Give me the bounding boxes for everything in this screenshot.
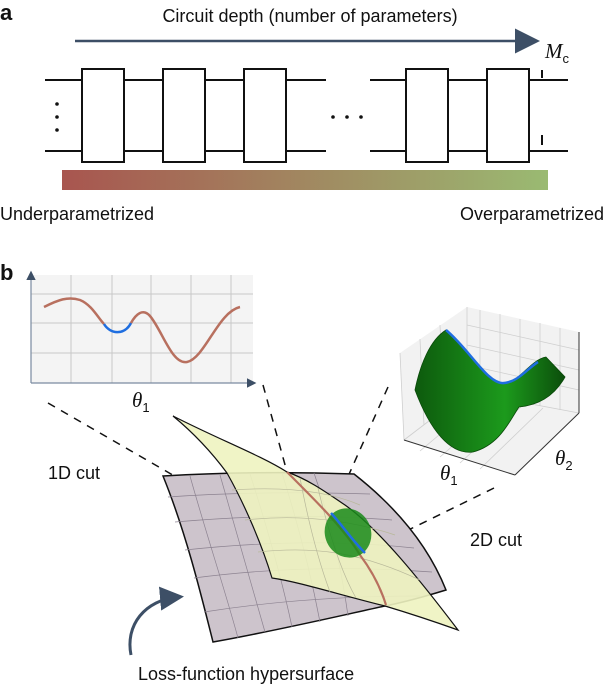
panel-label-b: b bbox=[0, 260, 13, 285]
gate-block bbox=[486, 68, 530, 163]
panel-a: a Circuit depth (number of parameters) M… bbox=[0, 0, 604, 224]
loss-curve bbox=[43, 297, 105, 325]
surface-label: Loss-function hypersurface bbox=[138, 664, 354, 684]
mc-label: Mc bbox=[544, 39, 570, 66]
gate-block bbox=[81, 68, 125, 163]
parametrization-gradient-bar bbox=[62, 170, 548, 190]
overparametrized-label: Overparametrized bbox=[460, 204, 604, 224]
plot-1d-cut: θ1 bbox=[26, 270, 257, 415]
theta1-3d-label: θ1 bbox=[440, 461, 458, 488]
minimum-highlight bbox=[330, 512, 366, 554]
gate-block bbox=[243, 68, 287, 163]
theta1-axis-label: θ1 bbox=[132, 388, 150, 415]
2d-cut-label: 2D cut bbox=[470, 530, 522, 550]
quantum-circuit bbox=[45, 68, 568, 163]
plot-2d-cut: θ1 θ2 bbox=[399, 307, 580, 488]
panel-label-a: a bbox=[0, 0, 13, 25]
circuit-depth-title: Circuit depth (number of parameters) bbox=[162, 6, 457, 26]
panel-b: b θ1 bbox=[0, 260, 580, 684]
1d-cut-label: 1D cut bbox=[48, 463, 100, 483]
loss-curve bbox=[129, 305, 241, 364]
curved-arrow-icon bbox=[128, 586, 184, 656]
underparametrized-label: Underparametrized bbox=[0, 204, 154, 224]
gate-block bbox=[405, 68, 449, 163]
theta2-3d-label: θ2 bbox=[555, 446, 573, 473]
gate-block bbox=[162, 68, 206, 163]
ellipsis-dots bbox=[55, 102, 363, 132]
saddle-minimum-line bbox=[445, 329, 539, 385]
local-minimum-highlight bbox=[102, 322, 133, 334]
loss-hypersurface bbox=[161, 415, 460, 643]
